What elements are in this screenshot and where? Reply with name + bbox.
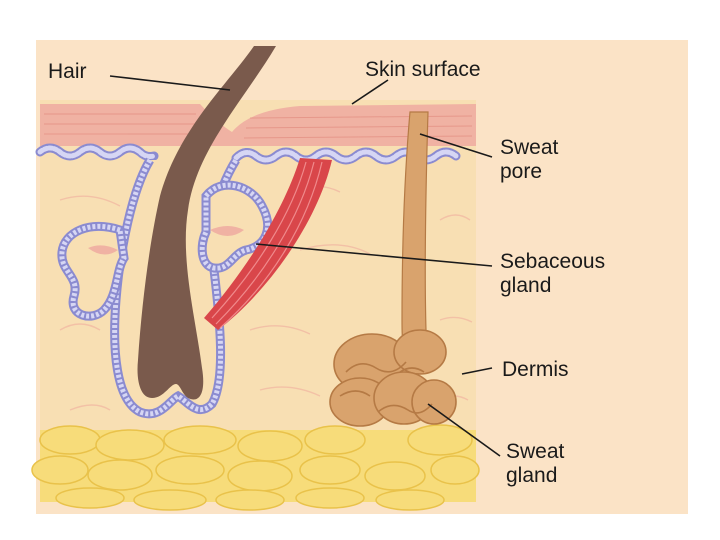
label-skin-surface: Skin surface bbox=[365, 58, 481, 81]
label-sebaceous-gland-line1: Sebaceous bbox=[500, 250, 605, 273]
label-hair: Hair bbox=[48, 60, 87, 83]
label-sweat-pore-line1: Sweat bbox=[500, 136, 559, 159]
label-dermis: Dermis bbox=[502, 358, 569, 381]
subcutaneous-fat-layer bbox=[32, 425, 479, 510]
label-sweat-gland-line1: Sweat bbox=[506, 440, 565, 463]
label-sweat-pore-line2: pore bbox=[500, 160, 542, 183]
label-sebaceous-gland-line2: gland bbox=[500, 274, 551, 297]
label-sweat-gland-line2: gland bbox=[506, 464, 557, 487]
